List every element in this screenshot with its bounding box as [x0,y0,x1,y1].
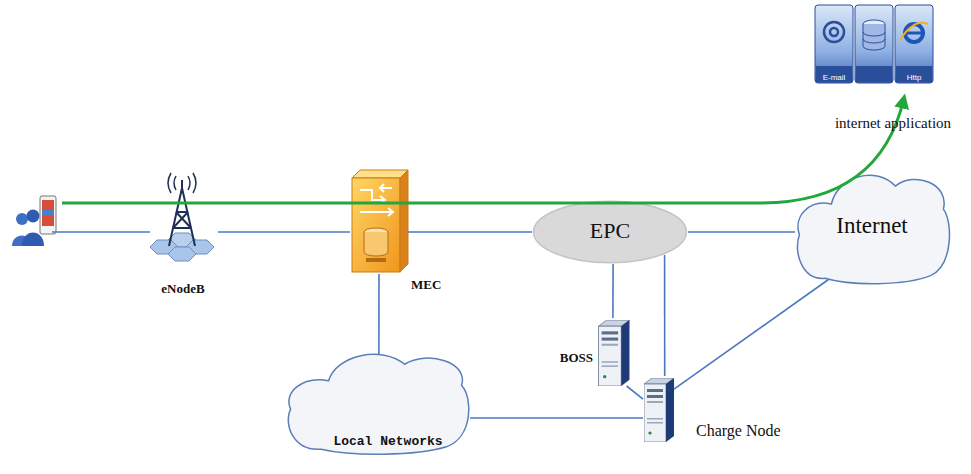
node-label-wrap: MEC [411,275,441,293]
epc-ellipse: EPC [532,200,688,264]
mec-device [352,170,408,272]
server-icon [599,320,630,386]
network-link [664,255,666,376]
node-label: Local Networks [333,435,442,450]
data-path-arrow [62,98,904,203]
node-label-wrap: BOSS [560,348,593,366]
network-link [378,274,380,354]
icon-caption: E-mail [823,73,846,82]
node-label: Charge Node [696,422,781,440]
network-link [218,231,350,233]
mec-node: MEC [350,170,408,274]
phone-icon [40,196,56,234]
icon-caption-wrap: E-mail [823,66,846,84]
network-link [408,231,532,233]
charge-node: Charge Node [643,376,674,442]
network-link [688,231,795,233]
network-link [627,386,643,399]
tower-icon [150,173,214,261]
network-link [470,417,643,419]
icon-caption: Http [907,73,922,82]
node-label: Internet [836,213,908,239]
node-label: MEC [411,278,441,293]
node-label: internet application [835,115,951,132]
node-label-wrap: eNodeB [161,279,204,297]
users-icon [12,210,44,247]
node-label-wrap: internet application [835,114,951,132]
network-link [674,279,829,389]
node-label: EPC [590,218,630,243]
node-label-wrap: EPC [590,218,630,243]
node-label-wrap: Charge Node [696,422,781,440]
base-station: eNodeB [148,175,218,265]
application-icons [815,5,933,83]
local-network-cloud: Local Networks [283,343,473,461]
network-link [612,264,614,318]
internet-cloud: Internet [793,163,953,291]
node-label-wrap: Local Networks [333,431,442,450]
node-label: BOSS [560,351,593,366]
node-label-wrap: Internet [836,213,908,239]
cloud-path [797,175,949,283]
node-label: eNodeB [161,282,204,297]
ellipse-path [534,201,687,262]
access-line [52,231,150,233]
boss-server: BOSS [596,318,632,386]
icon-caption-wrap: Http [907,66,922,84]
server-icon [644,378,674,442]
cloud-path [288,354,469,454]
